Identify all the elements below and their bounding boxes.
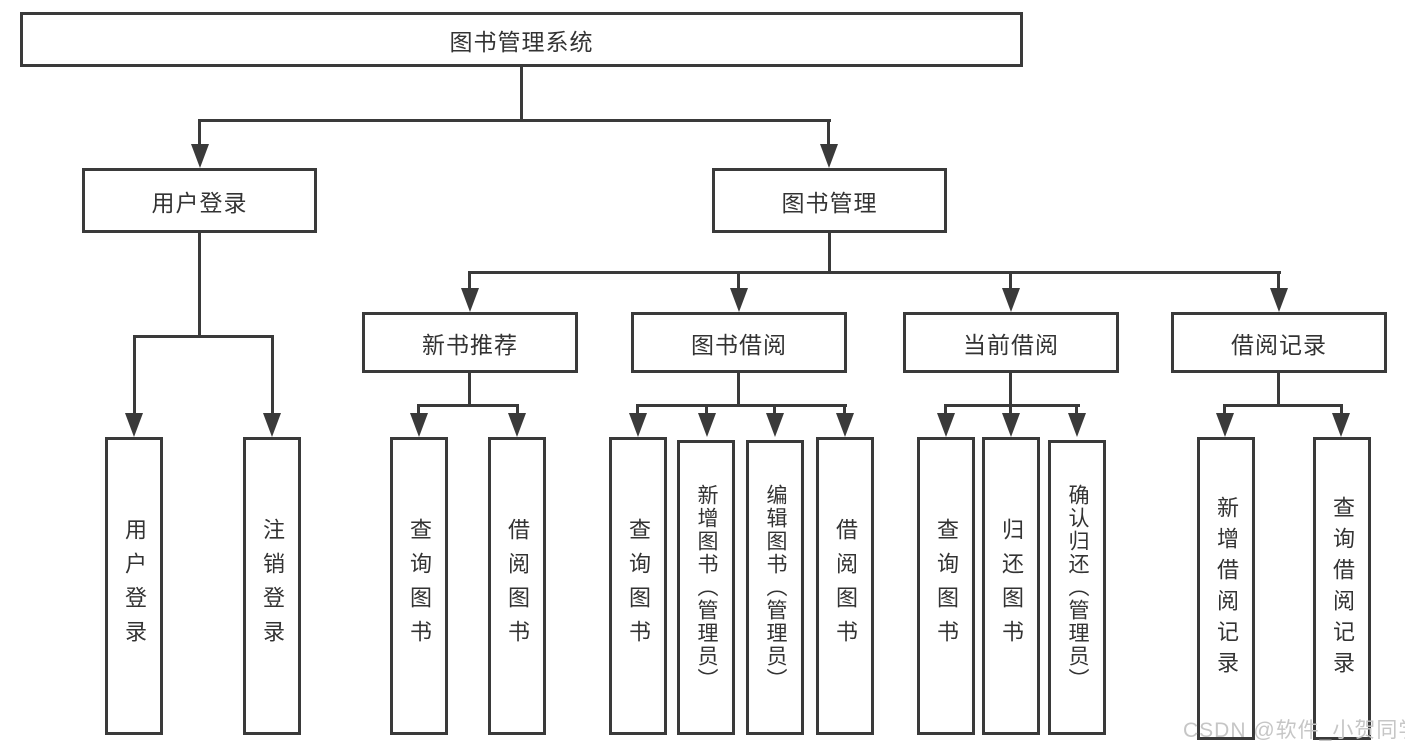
arrowhead-to-new-book-recommend-icon — [461, 288, 479, 312]
arrowhead-to-book-management-icon — [820, 144, 838, 168]
connector-root-drop-left-line — [198, 119, 201, 151]
leaf-current-return-books-label: 归还图书 — [999, 518, 1024, 654]
leaf-logout: 注销登录 — [243, 437, 301, 735]
connector-borrow-drop2-line — [705, 404, 708, 416]
arrowhead-to-borrow-borrow-icon — [836, 413, 854, 437]
connector-borrow-cross-line — [636, 404, 847, 407]
leaf-record-add-record: 新增借阅记录 — [1197, 437, 1255, 740]
connector-user-drop1-line — [133, 335, 136, 417]
csdn-watermark-text: CSDN @软件_小贺同学 — [1183, 719, 1405, 742]
leaf-user-login-label: 用户登录 — [122, 518, 147, 654]
connector-current-cross-line — [944, 404, 1080, 407]
node-borrow-record-label: 借阅记录 — [1231, 331, 1327, 358]
leaf-record-add-record-label: 新增借阅记录 — [1214, 495, 1239, 682]
connector-user-stem-line — [198, 233, 201, 336]
node-book-borrow: 图书借阅 — [631, 312, 847, 373]
leaf-borrow-add-books-admin: 新增图书（管理员） — [677, 440, 735, 735]
leaf-recommend-borrow-books-label: 借阅图书 — [505, 518, 530, 654]
leaf-borrow-borrow-books-label: 借阅图书 — [833, 518, 858, 654]
leaf-record-query-record: 查询借阅记录 — [1313, 437, 1371, 740]
arrowhead-to-leaf-user-login-icon — [125, 413, 143, 437]
connector-recommend-drop1-line — [417, 404, 420, 416]
leaf-record-query-record-label: 查询借阅记录 — [1330, 495, 1355, 682]
arrowhead-to-record-query-icon — [1332, 413, 1350, 437]
leaf-recommend-query-books: 查询图书 — [390, 437, 448, 735]
connector-record-drop2-line — [1340, 404, 1343, 416]
leaf-current-query-books: 查询图书 — [917, 437, 975, 735]
connector-mgmt-stem-line — [828, 233, 831, 273]
leaf-borrow-edit-books-admin-label: 编辑图书（管理员） — [764, 484, 787, 691]
connector-root-cross-line — [198, 119, 831, 122]
leaf-borrow-add-books-admin-label: 新增图书（管理员） — [695, 484, 718, 691]
node-current-borrow: 当前借阅 — [903, 312, 1119, 373]
leaf-current-confirm-return-admin-label: 确认归还（管理员） — [1066, 484, 1089, 691]
connector-recommend-stem-line — [468, 373, 471, 406]
connector-recommend-drop2-line — [516, 404, 519, 416]
connector-record-stem-line — [1277, 373, 1280, 406]
node-book-management: 图书管理 — [712, 168, 947, 233]
node-user-login: 用户登录 — [82, 168, 317, 233]
node-borrow-record: 借阅记录 — [1171, 312, 1387, 373]
connector-borrow-drop3-line — [773, 404, 776, 416]
connector-root-stem-line — [520, 67, 523, 120]
node-root: 图书管理系统 — [20, 12, 1023, 67]
connector-borrow-stem-line — [737, 373, 740, 406]
connector-user-cross-line — [133, 335, 274, 338]
leaf-recommend-borrow-books: 借阅图书 — [488, 437, 546, 735]
arrowhead-to-borrow-add-icon — [698, 413, 716, 437]
connector-mgmt-cross-line — [469, 271, 1281, 274]
connector-mgmt-drop1-line — [468, 271, 471, 291]
connector-borrow-drop4-line — [843, 404, 846, 416]
arrowhead-to-current-borrow-icon — [1002, 288, 1020, 312]
node-book-borrow-label: 图书借阅 — [691, 331, 787, 358]
leaf-current-query-books-label: 查询图书 — [934, 518, 959, 654]
leaf-current-return-books: 归还图书 — [982, 437, 1040, 735]
leaf-borrow-borrow-books: 借阅图书 — [816, 437, 874, 735]
node-root-label: 图书管理系统 — [449, 28, 594, 55]
node-user-login-label: 用户登录 — [151, 189, 248, 216]
leaf-logout-label: 注销登录 — [260, 518, 285, 654]
connector-mgmt-drop3-line — [1009, 271, 1012, 291]
arrowhead-to-recommend-borrow-icon — [508, 413, 526, 437]
arrowhead-to-current-query-icon — [937, 413, 955, 437]
connector-record-cross-line — [1223, 404, 1343, 407]
arrowhead-to-recommend-query-icon — [410, 413, 428, 437]
arrowhead-to-book-borrow-icon — [730, 288, 748, 312]
connector-user-drop2-line — [271, 335, 274, 417]
leaf-borrow-edit-books-admin: 编辑图书（管理员） — [746, 440, 804, 735]
leaf-recommend-query-books-label: 查询图书 — [407, 518, 432, 654]
connector-current-stem-line — [1009, 373, 1012, 406]
leaf-current-confirm-return-admin: 确认归还（管理员） — [1048, 440, 1106, 735]
node-new-book-recommend-label: 新书推荐 — [422, 331, 518, 358]
arrowhead-to-borrow-query-icon — [629, 413, 647, 437]
connector-current-drop1-line — [944, 404, 947, 416]
arrowhead-to-user-login-icon — [191, 144, 209, 168]
arrowhead-to-current-confirm-icon — [1068, 413, 1086, 437]
arrowhead-to-borrow-record-icon — [1270, 288, 1288, 312]
csdn-watermark: CSDN @软件_小贺同学 — [1183, 714, 1405, 744]
connector-root-drop-right-line — [827, 119, 830, 151]
leaf-borrow-query-books: 查询图书 — [609, 437, 667, 735]
connector-current-drop3-line — [1075, 404, 1078, 416]
arrowhead-to-leaf-logout-icon — [263, 413, 281, 437]
leaf-user-login: 用户登录 — [105, 437, 163, 735]
connector-current-drop2-line — [1009, 404, 1012, 416]
connector-record-drop1-line — [1223, 404, 1226, 416]
leaf-borrow-query-books-label: 查询图书 — [626, 518, 651, 654]
connector-mgmt-drop4-line — [1277, 271, 1280, 291]
arrowhead-to-record-add-icon — [1216, 413, 1234, 437]
connector-recommend-cross-line — [417, 404, 519, 407]
node-current-borrow-label: 当前借阅 — [963, 331, 1059, 358]
connector-mgmt-drop2-line — [737, 271, 740, 291]
arrowhead-to-current-return-icon — [1002, 413, 1020, 437]
arrowhead-to-borrow-edit-icon — [766, 413, 784, 437]
node-book-management-label: 图书管理 — [781, 189, 878, 216]
node-new-book-recommend: 新书推荐 — [362, 312, 578, 373]
connector-borrow-drop1-line — [636, 404, 639, 416]
